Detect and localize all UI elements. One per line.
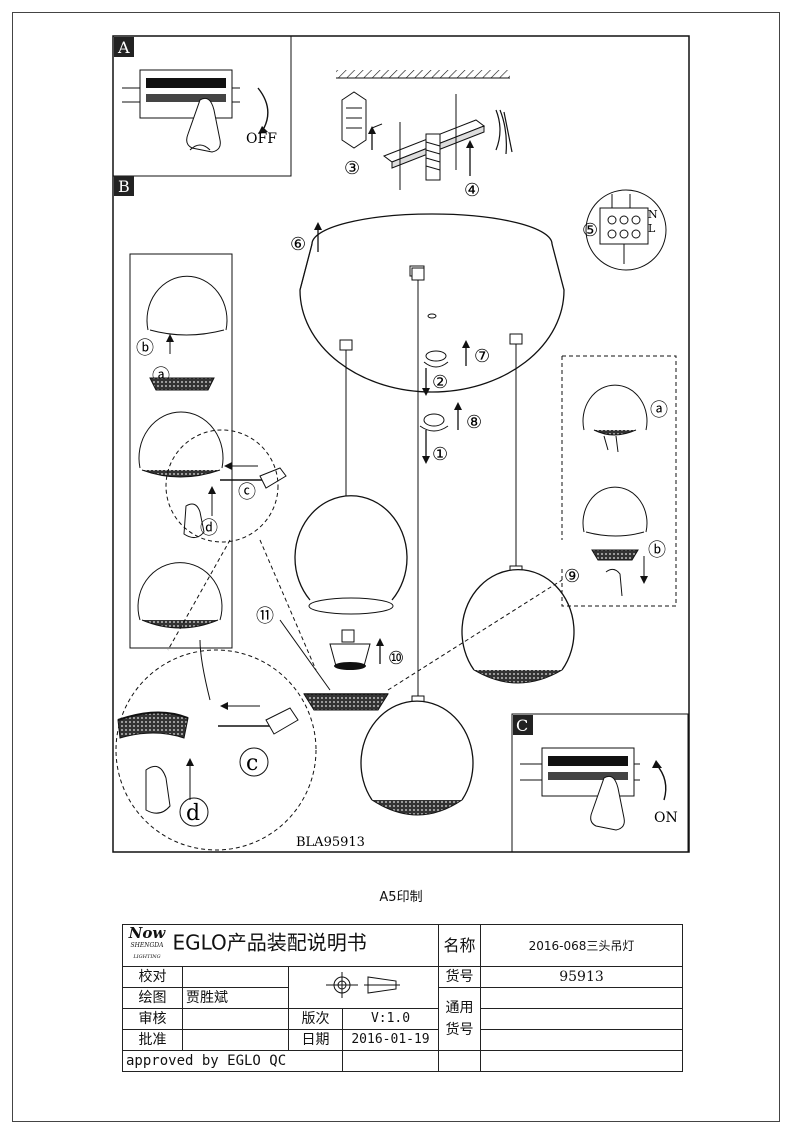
terminal-block	[585, 189, 667, 271]
on-label: ON	[654, 810, 678, 826]
logo-sub: LIGHTING	[133, 954, 161, 960]
footer-blank-1	[341, 1050, 440, 1072]
step-7-label: ⑦	[474, 346, 490, 367]
step-11-label: ⑪	[256, 606, 274, 627]
step-9-label: ⑨	[564, 566, 580, 587]
brand-logo-icon: Now SHENGDA LIGHTING	[126, 926, 168, 962]
section-c-label: C	[516, 716, 528, 735]
wires-icon	[495, 109, 513, 155]
general-item-label-2: 货号	[445, 1022, 474, 1038]
step-6-label: ⑥	[290, 234, 306, 255]
diffuser-ring	[303, 693, 389, 711]
sub-a-right: ⓐ	[650, 400, 668, 421]
check-value	[182, 966, 289, 988]
document-sheet	[12, 12, 780, 1122]
step-1-label: ①	[432, 444, 448, 465]
sub-d-big: d	[186, 801, 200, 826]
section-c-panel	[511, 713, 689, 853]
print-size-caption: A5印制	[379, 890, 423, 905]
approve-value	[182, 1029, 289, 1051]
step-8-label: ⑧	[466, 412, 482, 433]
check-label: 校对	[122, 966, 183, 988]
terminal-l-label: L	[648, 222, 656, 235]
general-item-row-1	[480, 987, 684, 1009]
general-item-label: 通用货号	[438, 987, 482, 1051]
breaker-c-icon	[520, 747, 640, 831]
shade-step-c	[138, 411, 224, 478]
globe-shade-left	[294, 495, 408, 615]
section-a-label: A	[117, 38, 130, 57]
breaker-a-icon	[122, 69, 240, 153]
off-label: OFF	[246, 131, 277, 147]
shade-disassembly-panel	[129, 253, 233, 649]
section-a-panel	[112, 35, 292, 177]
step-10-label: ⑩	[388, 648, 404, 669]
ceiling-hatch	[336, 70, 510, 79]
step-9-panel	[561, 355, 677, 607]
step-5-label: ⑤	[582, 220, 598, 241]
date-label: 日期	[288, 1029, 343, 1051]
general-item-label-1: 通用	[445, 1000, 474, 1016]
item-no-value: 95913	[480, 966, 684, 988]
general-item-row-3	[480, 1029, 684, 1051]
logo-brand: SHENGDA	[130, 942, 164, 949]
name-label: 名称	[438, 924, 482, 967]
step-4-label: ④	[464, 180, 480, 201]
projection-symbol	[287, 966, 440, 1009]
shade-step-b-top	[146, 275, 228, 336]
section-b-label: B	[118, 177, 130, 196]
review-label: 审核	[122, 1008, 183, 1030]
detail-circle-c-d	[115, 539, 317, 851]
name-value: 2016-068三头吊灯	[480, 924, 684, 967]
title-block: Now SHENGDA LIGHTING EGLO产品装配说明书 名称 2016…	[121, 924, 684, 1072]
version-value: V:1.0	[341, 1008, 440, 1030]
drawing-label: 绘图	[122, 987, 183, 1009]
assembly-diagram: A OFF B ③ ④	[112, 35, 690, 853]
mesh-ring-small	[149, 377, 215, 391]
globe-shade-center	[360, 695, 474, 816]
step-2-label: ②	[432, 372, 448, 393]
ceiling-canopy	[299, 213, 565, 393]
logo-mark: Now	[128, 924, 166, 942]
footer-blank-2	[438, 1050, 482, 1072]
shade-step-final	[137, 562, 223, 629]
model-code: BLA95913	[296, 835, 365, 850]
sub-c-big: c	[246, 751, 258, 776]
sub-d-top: ⓓ	[200, 518, 218, 539]
version-label: 版次	[288, 1008, 343, 1030]
mounting-bracket	[382, 119, 486, 181]
date-value: 2016-01-19	[341, 1029, 440, 1051]
review-value	[182, 1008, 289, 1030]
terminal-n-label: N	[648, 208, 658, 221]
diagram-frame	[112, 35, 690, 853]
step-3-label: ③	[344, 158, 360, 179]
sub-b-right: ⓑ	[648, 540, 666, 561]
approved-by: approved by EGLO QC	[122, 1050, 343, 1072]
approve-label: 批准	[122, 1029, 183, 1051]
document-title: EGLO产品装配说明书	[172, 930, 367, 955]
sub-b-top: ⓑ	[136, 338, 154, 359]
drawing-person: 贾胜斌	[182, 987, 289, 1009]
led-bulb-icon	[329, 629, 371, 670]
globe-shade-right	[461, 565, 575, 684]
footer-blank-3	[480, 1050, 684, 1072]
title-cell: Now SHENGDA LIGHTING EGLO产品装配说明书	[121, 924, 440, 967]
sub-c-top: ⓒ	[238, 482, 256, 503]
wall-plug-icon	[341, 91, 367, 149]
item-no-label: 货号	[438, 966, 482, 988]
first-angle-projection-icon	[325, 972, 400, 998]
general-item-row-2	[480, 1008, 684, 1030]
